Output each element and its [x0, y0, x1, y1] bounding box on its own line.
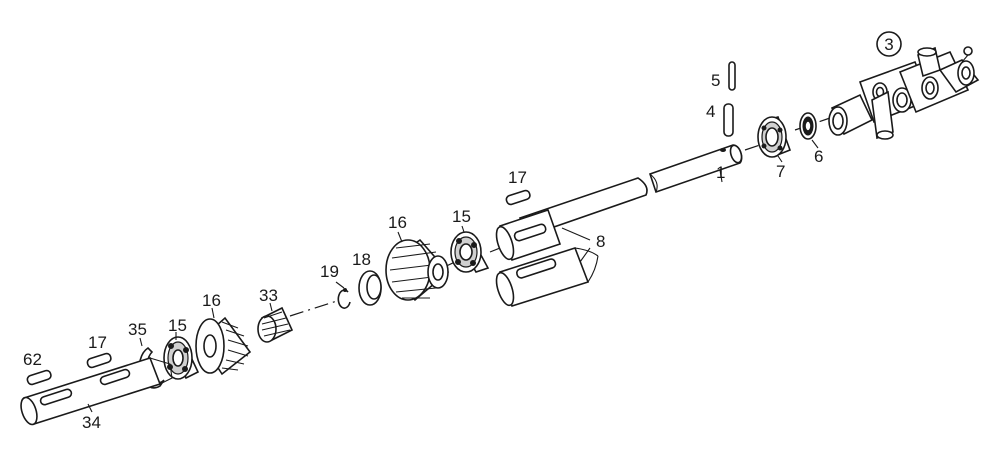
bevel-gear-upper — [385, 238, 450, 302]
label-15-upper: 15 — [452, 207, 471, 226]
label-6: 6 — [814, 147, 823, 166]
spacer-ring — [358, 270, 382, 306]
needle-bearing — [257, 306, 294, 343]
bevel-gear-lower — [195, 316, 252, 376]
ball-bearing-middle — [450, 231, 490, 273]
circlip — [337, 288, 351, 309]
leader-7 — [777, 155, 783, 163]
label-17-upper: 17 — [508, 168, 527, 187]
long-shaft — [518, 144, 743, 237]
label-17-lower: 17 — [88, 333, 107, 352]
ball-bearing-upper — [757, 116, 792, 158]
assembly-number-circle — [876, 31, 902, 57]
key-lower — [86, 352, 112, 369]
label-62: 62 — [23, 350, 42, 369]
label-5: 5 — [711, 71, 720, 90]
label-4: 4 — [706, 102, 715, 121]
leader-19 — [335, 281, 345, 289]
universal-joint — [828, 46, 980, 140]
leader-33 — [269, 302, 273, 312]
key-upper — [505, 189, 531, 206]
label-1: 1 — [716, 163, 725, 182]
leader-15-upper — [461, 225, 465, 233]
label-16-upper: 16 — [388, 213, 407, 232]
leader-16-lower — [211, 307, 215, 319]
pin-4 — [723, 103, 734, 137]
label-8: 8 — [596, 232, 605, 251]
label-16-lower: 16 — [202, 291, 221, 310]
ball-bearing-lower — [163, 336, 200, 380]
leader-8a — [561, 227, 591, 241]
label-3: 3 — [884, 35, 893, 54]
label-18: 18 — [352, 250, 371, 269]
label-35: 35 — [128, 320, 147, 339]
leader-16-upper — [397, 231, 403, 243]
leader-6 — [811, 139, 819, 149]
seal-ring — [799, 112, 817, 140]
label-15-lower: 15 — [168, 316, 187, 335]
label-33: 33 — [259, 286, 278, 305]
leader-8b — [579, 247, 591, 263]
lower-shaft — [20, 357, 173, 426]
leader-34 — [87, 403, 93, 413]
leader-1 — [719, 169, 723, 183]
label-7: 7 — [776, 162, 785, 181]
label-34: 34 — [82, 413, 101, 432]
pin-5 — [728, 61, 736, 91]
shaft-end-lower — [495, 247, 599, 307]
shaft-end-upper — [495, 208, 562, 262]
label-19: 19 — [320, 262, 339, 281]
leader-35 — [139, 337, 143, 347]
key-62 — [26, 369, 52, 386]
